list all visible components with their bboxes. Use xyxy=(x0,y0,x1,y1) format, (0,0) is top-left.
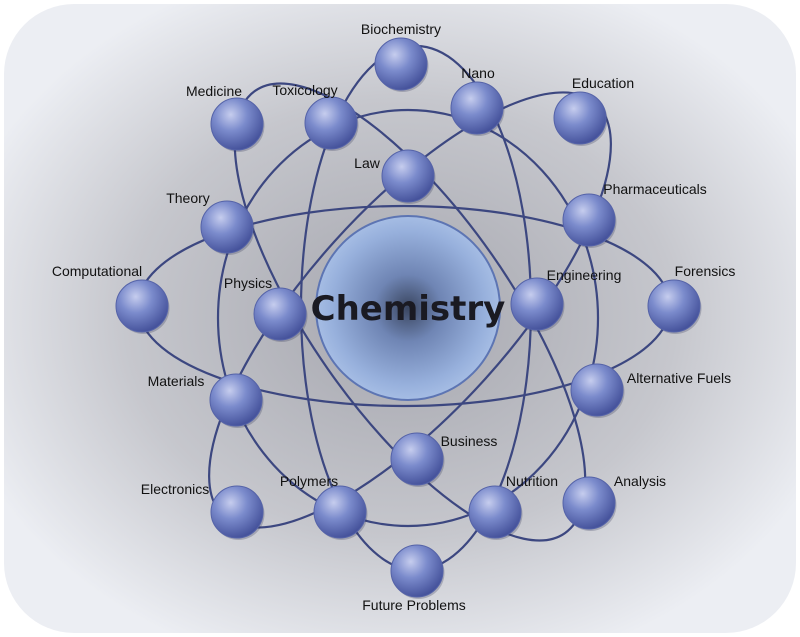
node-sphere xyxy=(209,373,263,427)
node-electronics: Electronics xyxy=(141,481,265,540)
node-sphere xyxy=(200,200,254,254)
node-sphere xyxy=(115,279,169,333)
node-sphere xyxy=(553,91,607,145)
node-nano: Nano xyxy=(450,65,505,136)
node-label-toxicology: Toxicology xyxy=(272,82,337,98)
node-polymers: Polymers xyxy=(280,473,368,540)
node-label-physics: Physics xyxy=(224,275,272,291)
node-label-analysis: Analysis xyxy=(614,473,666,489)
node-label-alternative-fuels: Alternative Fuels xyxy=(627,370,731,386)
node-label-theory: Theory xyxy=(166,190,210,206)
node-label-law: Law xyxy=(354,155,381,171)
center-label: Chemistry xyxy=(311,289,506,329)
node-sphere xyxy=(210,485,264,539)
center-hub: Chemistry xyxy=(311,215,506,401)
node-sphere xyxy=(210,97,264,151)
node-law: Law xyxy=(354,149,436,204)
node-sphere xyxy=(562,476,616,530)
node-label-forensics: Forensics xyxy=(675,263,736,279)
node-label-nano: Nano xyxy=(461,65,495,81)
node-physics: Physics xyxy=(224,275,308,342)
orbit-diagonal-left xyxy=(233,82,587,542)
node-sphere xyxy=(450,81,504,135)
node-sphere xyxy=(390,432,444,486)
node-label-medicine: Medicine xyxy=(186,83,242,99)
node-label-future-problems: Future Problems xyxy=(362,597,465,613)
node-sphere xyxy=(468,485,522,539)
node-label-education: Education xyxy=(572,75,634,91)
node-business: Business xyxy=(390,432,498,487)
node-biochemistry: Biochemistry xyxy=(361,21,441,92)
node-nutrition: Nutrition xyxy=(468,473,558,540)
node-alternative-fuels: Alternative Fuels xyxy=(570,363,731,418)
node-engineering: Engineering xyxy=(510,267,622,332)
node-label-computational: Computational xyxy=(52,263,142,279)
node-label-business: Business xyxy=(441,433,498,449)
node-sphere xyxy=(390,544,444,598)
node-pharmaceuticals: Pharmaceuticals xyxy=(562,181,707,248)
orbit-outer xyxy=(216,108,600,528)
node-forensics: Forensics xyxy=(647,263,736,334)
node-medicine: Medicine xyxy=(186,83,265,152)
node-sphere xyxy=(304,96,358,150)
node-analysis: Analysis xyxy=(562,473,666,531)
node-sphere xyxy=(313,485,367,539)
node-sphere xyxy=(381,149,435,203)
node-label-nutrition: Nutrition xyxy=(506,473,558,489)
node-label-pharmaceuticals: Pharmaceuticals xyxy=(603,181,707,197)
node-computational: Computational xyxy=(52,263,170,334)
node-label-electronics: Electronics xyxy=(141,481,209,497)
node-sphere xyxy=(253,287,307,341)
node-education: Education xyxy=(553,75,634,146)
node-future-problems: Future Problems xyxy=(362,544,466,613)
node-theory: Theory xyxy=(166,190,255,255)
node-sphere xyxy=(374,37,428,91)
node-sphere xyxy=(562,193,616,247)
node-label-biochemistry: Biochemistry xyxy=(361,21,441,37)
node-label-polymers: Polymers xyxy=(280,473,338,489)
node-label-engineering: Engineering xyxy=(547,267,622,283)
node-materials: Materials xyxy=(148,373,264,428)
node-sphere xyxy=(570,363,624,417)
node-sphere xyxy=(647,279,701,333)
node-label-materials: Materials xyxy=(148,373,205,389)
node-sphere xyxy=(510,277,564,331)
node-toxicology: Toxicology xyxy=(272,82,359,151)
